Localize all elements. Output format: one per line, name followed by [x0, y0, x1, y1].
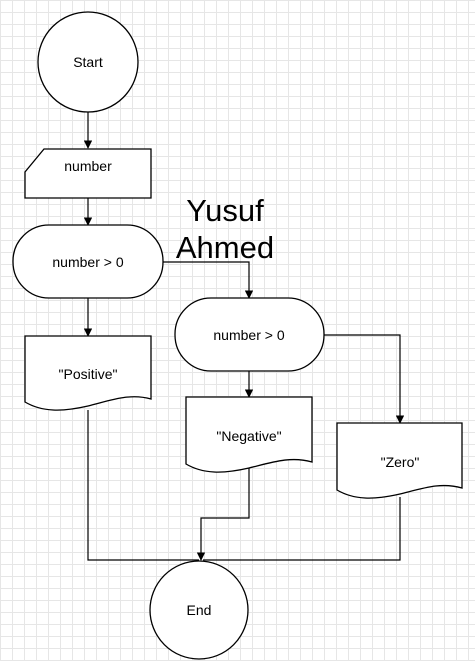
start-circle [37, 11, 139, 113]
author-name: Yusuf Ahmed [170, 192, 280, 266]
decision2-label: number > 0 [213, 327, 284, 343]
end-label: End [187, 602, 212, 618]
decision2-shape [174, 297, 325, 372]
decision1-label: number > 0 [52, 254, 123, 270]
author-first-name: Yusuf [186, 193, 264, 228]
edge-decision1-to-decision2 [163, 261, 254, 299]
edge-negative-to-end [196, 468, 250, 561]
decision1-shape [12, 224, 164, 299]
decision2-node[interactable]: number > 0 [174, 297, 325, 372]
negative-output-node[interactable]: "Negative" [185, 396, 313, 473]
edge-positive-to-end [87, 410, 199, 561]
zero-document-shape [336, 422, 463, 499]
start-node[interactable]: Start [37, 11, 139, 113]
input-shape [24, 148, 152, 199]
edge-zero-to-end [203, 497, 401, 561]
positive-output-node[interactable]: "Positive" [24, 335, 152, 411]
end-node[interactable]: End [149, 560, 249, 660]
decision1-node[interactable]: number > 0 [12, 224, 164, 299]
zero-output-node[interactable]: "Zero" [336, 422, 463, 499]
end-circle [149, 560, 249, 660]
start-label: Start [73, 54, 103, 70]
zero-label: "Zero" [381, 454, 420, 470]
negative-label: "Negative" [216, 428, 281, 444]
negative-document-shape [185, 396, 313, 473]
edge-decision2-to-zero [324, 334, 405, 424]
input-label: number [64, 158, 112, 174]
positive-label: "Positive" [59, 366, 118, 382]
connectors [83, 112, 405, 561]
author-last-name: Ahmed [175, 230, 275, 265]
input-node[interactable]: number [24, 148, 152, 199]
positive-document-shape [24, 335, 152, 411]
